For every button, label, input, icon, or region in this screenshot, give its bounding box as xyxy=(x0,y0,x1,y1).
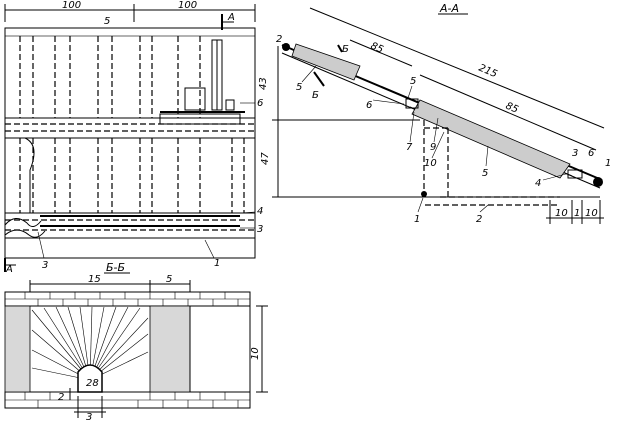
aa-callout-5-mid: 5 xyxy=(410,76,416,87)
aa-dim-85-top: 85 xyxy=(369,41,385,56)
aa-dim-1: 1 xyxy=(574,208,580,219)
bb-right-block xyxy=(149,305,191,393)
bb-opening xyxy=(77,364,103,393)
bb-hole-label: 28 xyxy=(86,378,99,389)
section-aa: A-A 43 47 85 215 85 Б Б xyxy=(258,2,611,225)
aa-callout-7: 7 xyxy=(406,142,413,153)
aa-dim-43: 43 xyxy=(258,77,269,90)
plan-callout-3: 3 xyxy=(42,260,48,271)
bb-brick-joints xyxy=(24,292,239,408)
plan-callout-3-right: 3 xyxy=(257,224,263,235)
plan-dim-100-left: 100 xyxy=(62,0,81,11)
plan-view: 100 100 5 A xyxy=(4,0,263,275)
aa-cut-b-bottom: Б xyxy=(312,90,319,101)
aa-callout-9: 9 xyxy=(430,142,436,153)
plan-pillar-lines xyxy=(19,36,245,213)
aa-callout-2-top: 2 xyxy=(276,34,282,45)
aa-dim-10-b: 10 xyxy=(585,208,598,219)
plan-equipment xyxy=(159,39,245,125)
aa-callout-2-bottom: 2 xyxy=(476,214,482,225)
aa-upper-pack xyxy=(291,43,361,81)
bb-dim-2: 2 xyxy=(58,392,64,403)
section-bb-title: Б-Б xyxy=(106,261,125,274)
aa-lower-pack xyxy=(411,99,571,179)
aa-callout-1-right: 1 xyxy=(605,158,611,169)
bb-left-block xyxy=(4,305,31,393)
aa-callout-3-right: 3 xyxy=(572,148,578,159)
bb-dim-10: 10 xyxy=(250,347,261,360)
plan-cut-a-top: A xyxy=(227,12,235,23)
aa-callout-1-bottom: 1 xyxy=(414,214,420,225)
aa-callout-4-right: 4 xyxy=(535,178,541,189)
aa-callout-6-left: 6 xyxy=(366,100,372,111)
plan-callout-4: 4 xyxy=(257,206,263,217)
bb-dim-15: 15 xyxy=(88,274,101,285)
aa-callout-5-right: 5 xyxy=(482,168,488,179)
plan-label-5: 5 xyxy=(104,16,110,27)
bb-dim-3: 3 xyxy=(86,412,92,423)
aa-dim-10-a: 10 xyxy=(555,208,568,219)
bb-dim-5: 5 xyxy=(166,274,172,285)
section-bb: Б-Б 15 5 xyxy=(4,261,268,423)
aa-callout-5-top: 5 xyxy=(296,82,302,93)
aa-callout-10: 10 xyxy=(424,158,437,169)
section-aa-title: A-A xyxy=(439,2,459,15)
aa-dim-47: 47 xyxy=(260,152,271,165)
aa-callout-6-right: 6 xyxy=(588,148,594,159)
plan-callout-1: 1 xyxy=(214,258,220,269)
aa-cut-b-top: Б xyxy=(342,44,349,55)
plan-callout-6: 6 xyxy=(257,98,263,109)
aa-dim-85-mid: 85 xyxy=(504,101,520,116)
plan-dim-100-right: 100 xyxy=(178,0,197,11)
plan-cut-a-bottom: A xyxy=(5,264,13,275)
